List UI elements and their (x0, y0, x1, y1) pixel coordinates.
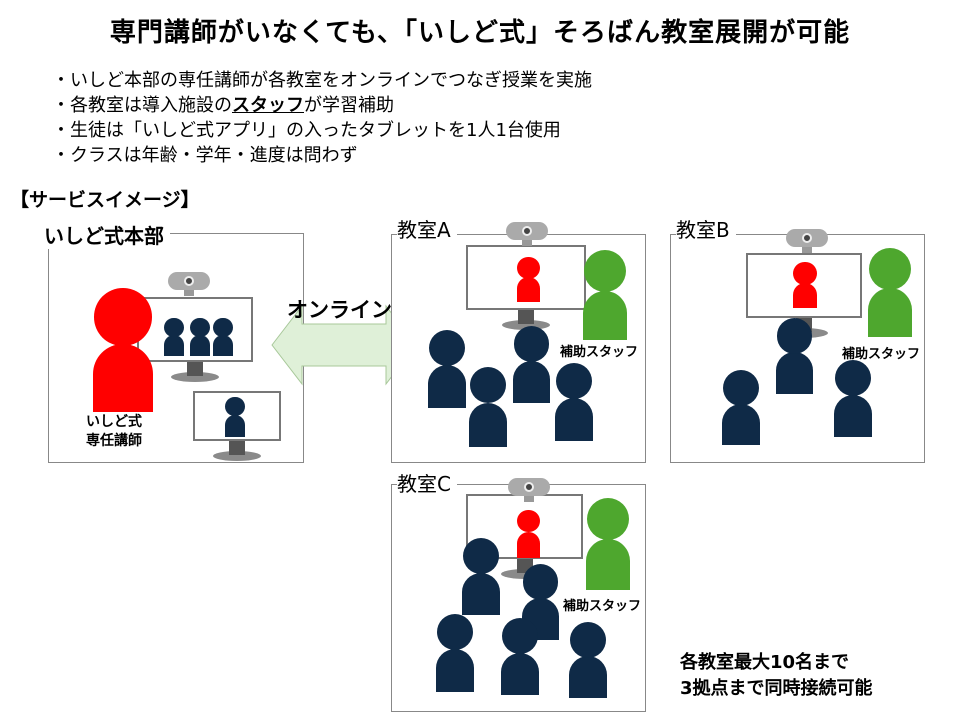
student-icon (428, 330, 466, 408)
bullet-text: ・クラスは年齢・学年・進度は問わず (52, 145, 358, 166)
staff-label-a: 補助スタッフ (560, 345, 639, 360)
student-icon (462, 538, 500, 615)
webcam-icon-mount (524, 494, 534, 502)
section-title: 【サービスイメージ】 (10, 189, 200, 211)
webcam-icon (786, 229, 828, 247)
classroom-c-label: 教室C (397, 468, 457, 497)
bullet-item: ・いしど本部の専任講師が各教室をオンラインでつなぎ授業を実施 (52, 68, 592, 93)
webcam-icon (506, 222, 548, 240)
student-icon (555, 363, 593, 441)
hq-monitor-main-stand (187, 360, 203, 376)
teacher-label-line: 専任講師 (86, 433, 142, 449)
bullet-item: ・各教室は導入施設のスタッフが学習補助 (52, 93, 592, 118)
bullet-emphasis: スタッフ (232, 95, 304, 116)
teacher-icon (93, 288, 153, 412)
hq-monitor-main-base (171, 372, 219, 382)
classroom-b-label: 教室B (676, 214, 736, 243)
bullet-text: が学習補助 (304, 95, 394, 116)
hq-monitor-sub-base (213, 451, 261, 461)
note-line: 3拠点まで同時接続可能 (680, 678, 873, 699)
teacher-label-line: いしど式 (86, 414, 142, 430)
student-on-screen-icon (190, 318, 210, 356)
webcam-icon (168, 272, 210, 290)
teacher-on-screen-icon (793, 262, 817, 308)
teacher-on-screen-icon (517, 257, 540, 302)
staff-icon (583, 250, 627, 340)
staff-label-b: 補助スタッフ (842, 347, 921, 362)
student-icon (722, 370, 760, 445)
student-icon (776, 318, 813, 394)
classroom-a-label: 教室A (397, 214, 457, 243)
bullet-text: ・生徒は「いしど式アプリ」の入ったタブレットを1人1台使用 (52, 120, 561, 141)
bullet-text: ・各教室は導入施設の (52, 95, 232, 116)
classroom-a-monitor-base (502, 320, 550, 330)
webcam-icon (508, 478, 550, 496)
webcam-icon-mount (184, 288, 194, 296)
webcam-icon-mount (802, 245, 812, 253)
teacher-label: いしど式 専任講師 (86, 413, 142, 451)
staff-label-c: 補助スタッフ (563, 599, 642, 614)
student-on-screen-icon (213, 318, 233, 356)
bullet-list: ・いしど本部の専任講師が各教室をオンラインでつなぎ授業を実施 ・各教室は導入施設… (52, 68, 592, 168)
student-icon (834, 360, 872, 437)
bullet-item: ・クラスは年齢・学年・進度は問わず (52, 143, 592, 168)
bullet-text: ・いしど本部の専任講師が各教室をオンラインでつなぎ授業を実施 (52, 70, 592, 91)
teacher-on-screen-icon (517, 510, 540, 558)
student-on-screen-icon (164, 318, 184, 356)
student-icon (569, 622, 607, 698)
hq-label: いしど式本部 (44, 220, 170, 249)
student-icon (469, 367, 507, 447)
bullet-item: ・生徒は「いしど式アプリ」の入ったタブレットを1人1台使用 (52, 118, 592, 143)
classroom-a-monitor-stand (518, 308, 534, 324)
online-label: オンライン (287, 298, 392, 322)
student-icon (436, 614, 474, 692)
student-icon (501, 618, 539, 695)
student-icon (522, 564, 559, 640)
staff-icon (586, 498, 630, 590)
staff-icon (868, 248, 912, 337)
slide-title: 専門講師がいなくても、「いしど式」そろばん教室展開が可能 (109, 18, 851, 48)
student-on-screen-icon (225, 397, 245, 437)
note-line: 各教室最大10名まで (680, 652, 850, 673)
webcam-icon-mount (522, 238, 532, 246)
student-icon (513, 326, 550, 403)
capacity-note: 各教室最大10名まで 3拠点まで同時接続可能 (680, 650, 873, 702)
hq-monitor-sub-stand (229, 439, 245, 455)
